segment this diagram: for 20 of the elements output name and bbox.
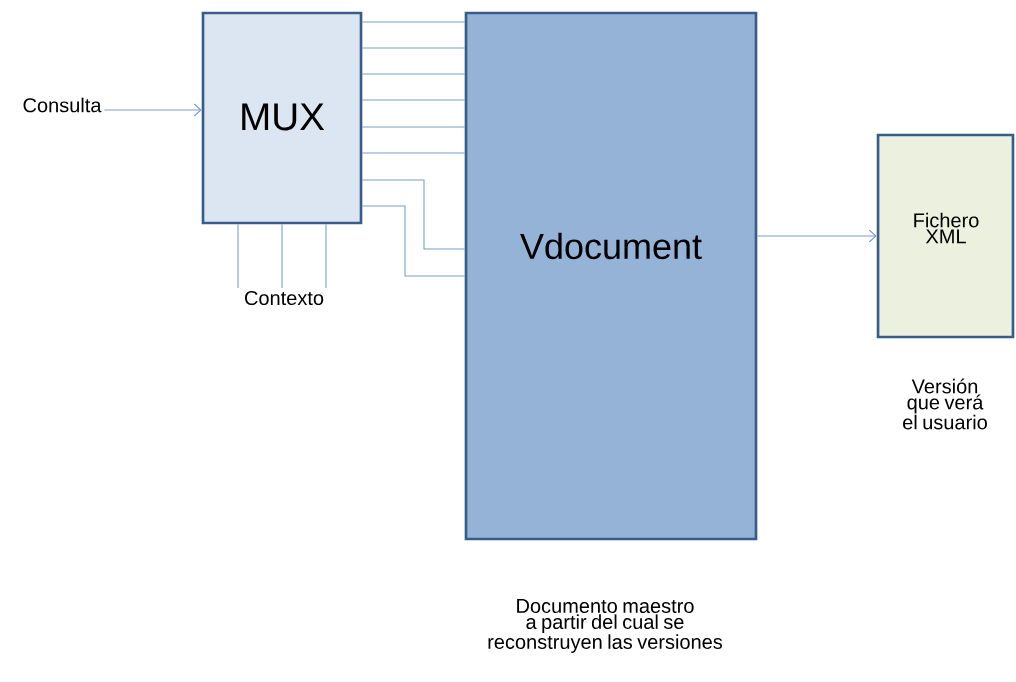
connector xyxy=(756,229,877,243)
connector xyxy=(281,223,283,289)
node-label: Documento maestro a partir del cual se reconstruyen las versiones xyxy=(488,599,723,653)
connector xyxy=(361,205,466,277)
connector xyxy=(361,126,466,128)
connector xyxy=(361,21,466,23)
connector xyxy=(361,99,466,101)
connector xyxy=(103,103,202,117)
connector xyxy=(361,179,466,250)
node-label: Versión que verá el usuario xyxy=(903,378,987,430)
connector xyxy=(361,73,466,75)
process-box: Fichero XML xyxy=(876,133,1015,339)
connector xyxy=(361,47,466,49)
connector xyxy=(361,152,466,154)
input-label: Consulta xyxy=(23,97,102,113)
process-box: MUX xyxy=(201,11,363,225)
connector xyxy=(325,223,327,289)
process-box: Vdocument xyxy=(464,11,758,541)
input-label: Contexto xyxy=(245,290,324,306)
connector xyxy=(237,223,239,289)
